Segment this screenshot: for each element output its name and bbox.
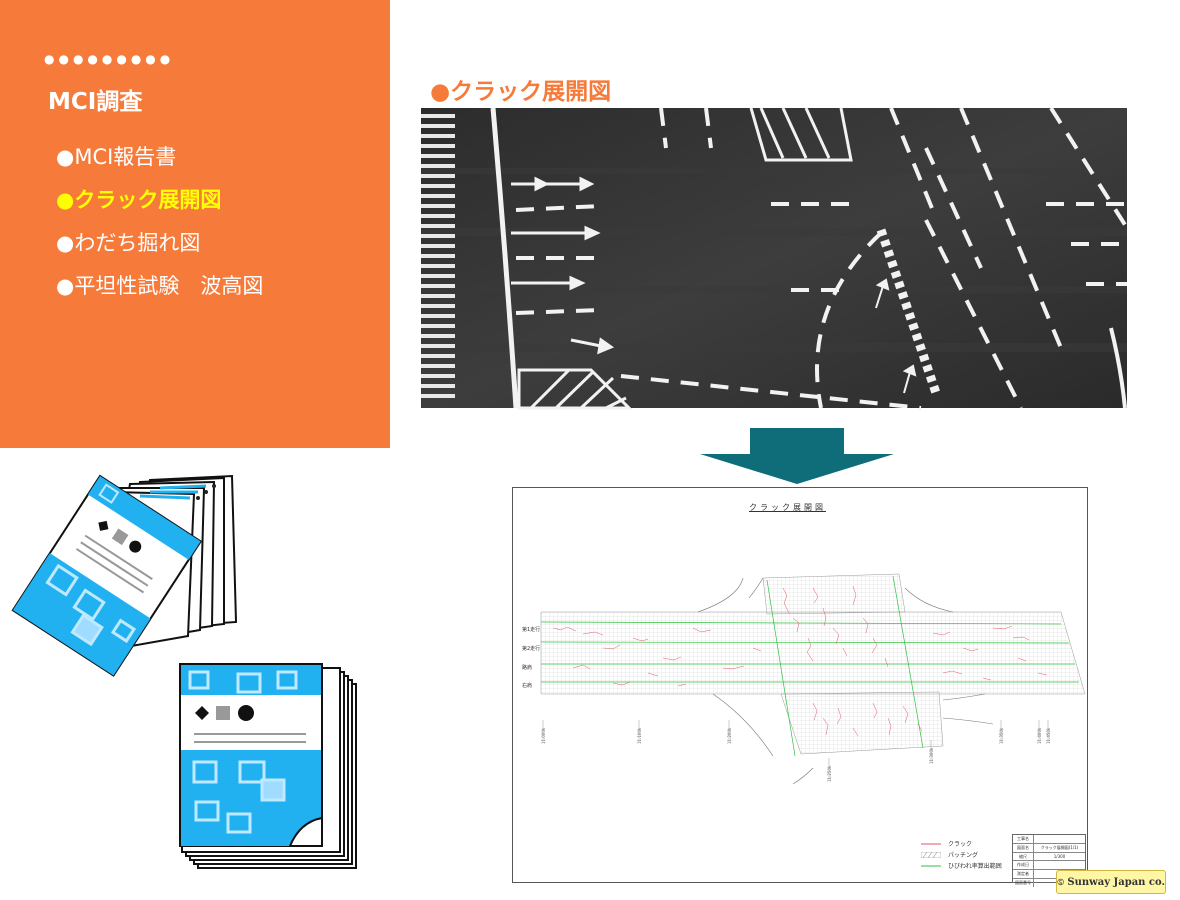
drawing-legend: クラック パッチング ひびわれ率算出範囲 [921, 838, 1002, 871]
menu-item-mci-report[interactable]: ●MCI報告書 [56, 145, 177, 169]
menu-item-crack-map[interactable]: ●クラック展開図 [56, 188, 222, 212]
legend-crack: クラック [921, 838, 1002, 849]
sidebar-menu: ●MCI報告書 ●クラック展開図 ●わだち掘れ図 ●平坦性試験 波高図 [56, 142, 263, 314]
row-label: 路肩 [522, 665, 533, 671]
row-label: 右肩 [522, 683, 533, 689]
station-label: 11.450k [1046, 727, 1051, 744]
station-label: 11.100k [637, 727, 642, 744]
title-block-value: 1/300 [1053, 853, 1066, 859]
logo-text: Sunway Japan co. [1067, 876, 1165, 888]
station-label: 11.350k [999, 727, 1004, 744]
title-block-label: 作成日 [1013, 861, 1034, 870]
title-block-label: 図面名 [1013, 843, 1034, 852]
title-block-value [1034, 835, 1085, 843]
legend-sum-area: ひびわれ率算出範囲 [921, 860, 1002, 871]
title-block-label: 工事名 [1013, 835, 1034, 843]
title-block-label: 縮尺 [1013, 852, 1034, 861]
sidebar-panel: ●●●●●●●●● MCI調査 ●MCI報告書 ●クラック展開図 ●わだち掘れ図… [0, 0, 390, 448]
title-block-label: 測定者 [1013, 870, 1034, 878]
legend-label: ひびわれ率算出範囲 [948, 863, 1002, 870]
crack-map-drawing: クラック展開図 第1走行 第2走行 路肩 右肩 11.000k 11.100k … [512, 487, 1088, 887]
station-label: 11.250k [827, 765, 832, 782]
title-block-label: 図面番号 [1013, 878, 1034, 887]
crack-map-plan [540, 573, 1086, 785]
section-title: MCI調査 [48, 89, 143, 115]
company-logo: Sunway Japan co. [1056, 870, 1166, 894]
drawing-title: クラック展開図 [749, 503, 826, 512]
menu-item-rutting-map[interactable]: ●わだち掘れ図 [56, 231, 201, 255]
station-label: 11.300k [929, 747, 934, 764]
legend-label: パッチング [948, 852, 979, 859]
legend-patching: パッチング [921, 849, 1002, 860]
station-label: 11.200k [727, 727, 732, 744]
document-stack-icon [11, 474, 357, 869]
legend-label: クラック [948, 841, 973, 848]
page-title: ●クラック展開図 [430, 79, 612, 105]
station-label: 11.400k [1037, 727, 1042, 744]
title-block-value: クラック展開図(1/1) [1040, 844, 1079, 850]
decorative-dots: ●●●●●●●●● [44, 52, 175, 66]
row-label: 第1走行 [522, 627, 541, 633]
road-surface-photo [421, 108, 1127, 420]
sunway-logo-icon [1057, 878, 1064, 886]
arrow-down-icon [700, 428, 894, 484]
title-block: 工事名 図面名クラック展開図(1/1) 縮尺 1/300 作成日 測定者 図面番号 [1012, 834, 1086, 887]
title-block-value [1034, 861, 1085, 869]
row-label: 第2走行 [522, 646, 541, 652]
station-label: 11.000k [541, 727, 546, 744]
menu-item-flatness-test[interactable]: ●平坦性試験 波高図 [56, 274, 264, 298]
